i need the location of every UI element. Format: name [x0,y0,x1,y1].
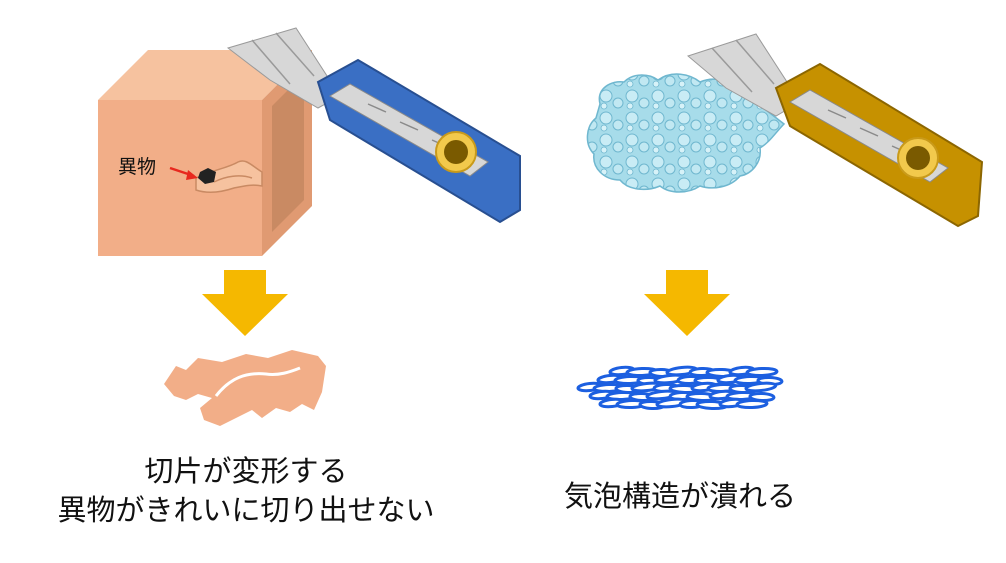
block-side-inner [272,74,304,232]
crushed-bubbles [576,365,784,411]
left-caption: 切片が変形する 異物がきれいに切り出せない [0,452,492,530]
down-arrow-right [644,270,730,336]
foam-block [586,73,786,193]
left-caption-line1: 切片が変形する [144,454,348,488]
sample-block [98,50,312,256]
cutter-knife-left [226,27,521,224]
right-caption: 気泡構造が潰れる [563,479,796,513]
crushed-bubble [744,381,778,393]
crack-line [213,175,253,183]
slice-tear [214,366,301,397]
cutter-knife-right [686,33,984,228]
crushed-bubble [745,366,779,378]
down-arrow-left [202,270,288,336]
left-caption-line2: 異物がきれいに切り出せない [57,493,435,527]
crushed-bubble [735,398,769,410]
foreign-matter [198,168,216,184]
foreign-matter-label: 異物 [118,156,157,178]
pointer-arrowhead [186,170,198,180]
deformed-slice [164,350,326,426]
foam-body [586,73,786,193]
